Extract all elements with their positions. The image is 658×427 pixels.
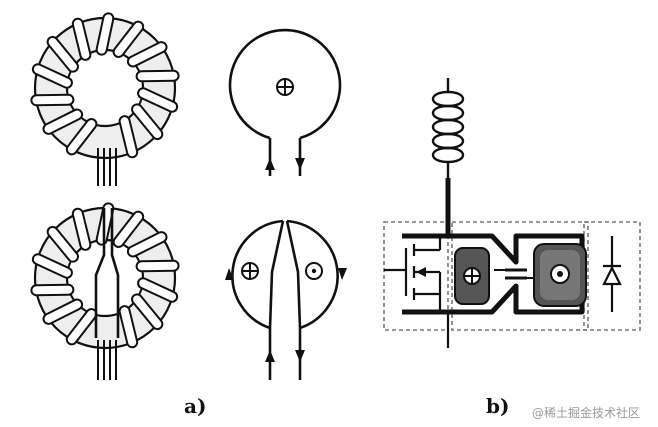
winding-turn [131,293,164,331]
winding-turn [71,17,92,61]
winding-turn [137,87,179,113]
winding-turns-split [30,202,180,349]
winding-turn [131,103,164,141]
winding-turn [42,108,84,135]
winding-turn [65,308,98,346]
winding-turn [30,283,75,297]
winding-turn [135,69,180,83]
winding-turn [95,12,115,56]
panel-label-a: a) [184,394,207,418]
winding-turn [65,118,98,156]
winding-turn [126,231,168,258]
winding-turn [137,277,179,303]
toroid-winding-top [30,12,180,186]
winding-turn [42,298,84,325]
winding-turn [71,207,92,251]
diode-symbol [602,236,622,312]
winding-turn [31,63,73,89]
power-stage-layout [383,78,641,348]
winding-turn [31,253,73,279]
single-loop-field [228,28,342,176]
winding-turn [118,305,139,349]
mosfet-symbol [384,236,450,348]
winding-turn [118,115,139,159]
hot-loop-area-left [454,247,490,305]
hot-loop-area-right [533,243,587,307]
winding-turn [112,210,145,248]
winding-turn [46,225,79,263]
winding-turn [126,41,168,68]
toroid-winding-bottom [30,202,180,380]
inductor-coil [431,78,465,178]
winding-turn [30,93,75,107]
winding-turn [46,35,79,73]
winding-turn [112,20,145,58]
watermark-text: @稀土掘金技术社区 [532,406,641,420]
split-loop-field [225,219,347,380]
winding-turns [30,12,180,159]
panel-label-b: b) [486,394,510,418]
winding-turn [135,259,180,273]
